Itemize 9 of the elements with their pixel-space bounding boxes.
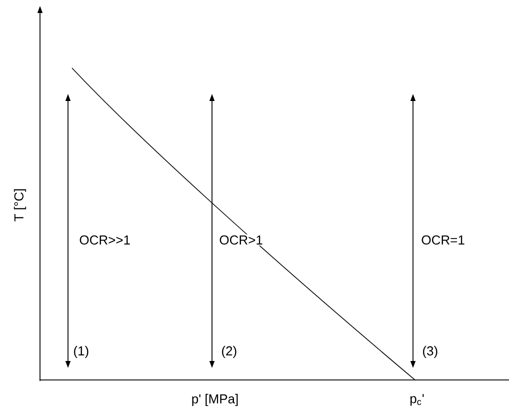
- region-label: OCR=1: [420, 234, 466, 246]
- path-number: (3): [421, 344, 440, 360]
- axis-title: p' [MPa]: [190, 392, 240, 408]
- region-label: OCR>>1: [78, 234, 132, 246]
- axis-tick-label: p$_{c}$': [408, 393, 426, 407]
- axis-title: T [°C]: [12, 187, 28, 223]
- region-label: OCR>1: [218, 234, 264, 246]
- path-number: (2): [220, 344, 238, 360]
- path-number: (1): [72, 344, 90, 360]
